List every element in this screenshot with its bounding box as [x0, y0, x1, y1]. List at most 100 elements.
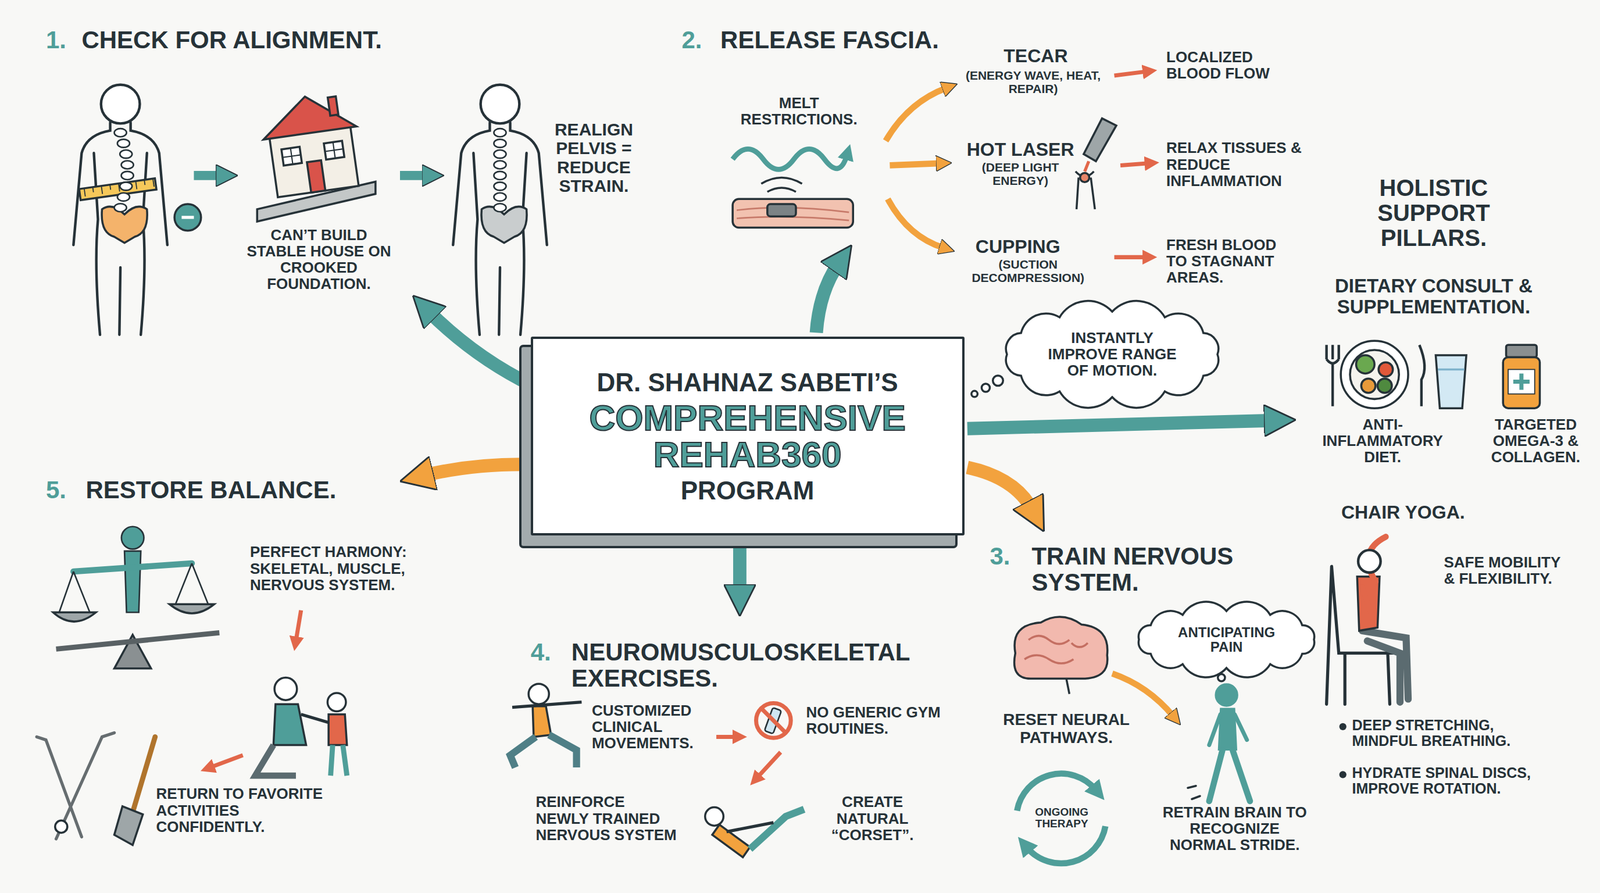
note-text: RETRAIN BRAIN TO RECOGNIZE NORMAL STRIDE… [1158, 804, 1312, 853]
cycle-arrows [1016, 773, 1106, 864]
note-text: DEEP STRETCHING, MINDFUL BREATHING. [1352, 717, 1537, 749]
house [327, 96, 339, 116]
brain [1066, 678, 1070, 694]
no-symbol [756, 702, 792, 738]
wave [732, 148, 848, 170]
orange-arrow [1112, 673, 1174, 717]
note-text: (ENERGY WAVE, HEAT, REPAIR) [948, 69, 1118, 96]
food-icons [1513, 373, 1530, 390]
thought-dots [971, 390, 978, 398]
note-text: CAN’T BUILD STABLE HOUSE ON CROOKED FOUN… [239, 226, 398, 292]
golf-garden-tools [114, 806, 144, 846]
walking-figure [1187, 786, 1200, 800]
red-arrows [756, 752, 781, 778]
note-text: RELAX TISSUES & REDUCE INFLAMMATION [1166, 139, 1307, 189]
vertebra [493, 139, 506, 148]
note-text: CREATE NATURAL “CORSET”. [811, 793, 934, 843]
vertebra [493, 160, 506, 169]
note-text: TARGETED OMEGA-3 & COLLAGEN. [1479, 416, 1592, 466]
ruler-tick [135, 180, 137, 189]
section-number: 2. [681, 26, 723, 53]
parent-child-figure [274, 677, 298, 701]
red-arrows [1114, 255, 1148, 260]
no-symbol [761, 708, 786, 733]
main-arrows [816, 263, 839, 333]
thought-cloud: ANTICIPATING PAIN [1134, 606, 1319, 673]
ruler-tick [152, 178, 155, 187]
note-text: HYDRATE SPINAL DISCS, IMPROVE ROTATION. [1352, 765, 1542, 797]
food-icons [1356, 355, 1375, 374]
program-title: COMPREHENSIVE REHAB360 [549, 399, 946, 473]
boat-pose-figure [726, 822, 774, 832]
cycle-arrows [1016, 773, 1096, 812]
orange-arrows [885, 87, 947, 141]
chair-yoga-figure [1326, 536, 1409, 705]
chair-yoga-figure [1362, 586, 1373, 618]
boat-pose-figure [705, 807, 724, 827]
walking-figure [1215, 683, 1238, 707]
vertebra [121, 160, 134, 169]
golf-garden-tools [36, 732, 156, 845]
subheading-text: CHAIR YOGA. [1331, 502, 1475, 523]
tissue [767, 204, 796, 217]
laser-icon [1075, 171, 1095, 210]
section-heading: RELEASE FASCIA. [720, 26, 966, 53]
main-arrows [423, 464, 523, 476]
thought-dots [981, 383, 990, 392]
boat-pose-figure [750, 809, 805, 849]
thought-cloud: INSTANTLY IMPROVE RANGE OF MOTION. [1002, 306, 1223, 402]
body-figure [73, 122, 167, 335]
vertebra [121, 171, 134, 180]
house [256, 90, 376, 222]
food-icons [1502, 356, 1540, 409]
lunge-figure [512, 702, 582, 708]
ruler-tick [109, 184, 111, 191]
title-text: PROGRAM [680, 476, 815, 505]
parent-child-figure [330, 744, 348, 776]
ruler-tick [101, 186, 103, 195]
section-number: 5. [45, 476, 87, 503]
section-number: 4. [530, 638, 572, 666]
balance-scale [52, 604, 214, 622]
laser-icon [1080, 173, 1090, 183]
body-figure [73, 84, 167, 335]
vertebra [493, 203, 506, 212]
laser-icon [1075, 118, 1117, 210]
cloud-text: ANTICIPATING PAIN [1166, 625, 1287, 656]
note-text: (DEEP LIGHT ENERGY) [954, 161, 1087, 188]
body-figure [452, 84, 547, 335]
house [258, 90, 357, 140]
cloud-shape [1138, 601, 1315, 678]
note-text: RETURN TO FAVORITE ACTIVITIES CONFIDENTL… [156, 785, 330, 835]
red-arrows [1114, 71, 1150, 257]
walking-figure [1209, 714, 1248, 746]
cycle-arrows [1026, 826, 1106, 864]
vertebra [117, 193, 130, 202]
vertebra [114, 203, 127, 212]
tissue [732, 198, 853, 228]
note-text: RESET NEURAL PATHWAYS. [989, 711, 1143, 746]
vertebra [493, 128, 506, 137]
parent-child-figure [255, 744, 296, 776]
food-icons [1326, 340, 1541, 409]
subheading-text: HOT LASER [959, 139, 1082, 160]
section-heading: CHECK FOR ALIGNMENT. [81, 26, 480, 53]
thought-dots [993, 375, 1004, 387]
laser-icon [1083, 118, 1117, 162]
cloud-shape [1005, 300, 1219, 408]
note-text: REINFORCE NEWLY TRAINED NERVOUS SYSTEM [535, 793, 679, 843]
red-arrows [210, 610, 781, 778]
minus-badge [174, 204, 202, 231]
orange-arrows [889, 163, 941, 166]
lunge-figure [532, 706, 552, 738]
section-heading: NEUROMUSCULOSKELETAL EXERCISES. [571, 638, 939, 692]
brain [1024, 636, 1088, 664]
bullet [1339, 723, 1347, 779]
note-text: MELT RESTRICTIONS. [732, 94, 866, 128]
no-symbol [756, 702, 792, 738]
note-text: CUSTOMIZED CLINICAL MOVEMENTS. [591, 702, 710, 752]
balance-scale [73, 563, 192, 572]
walking-figure [1187, 683, 1250, 802]
food-icons [1361, 378, 1376, 394]
orange-arrows [885, 87, 947, 249]
